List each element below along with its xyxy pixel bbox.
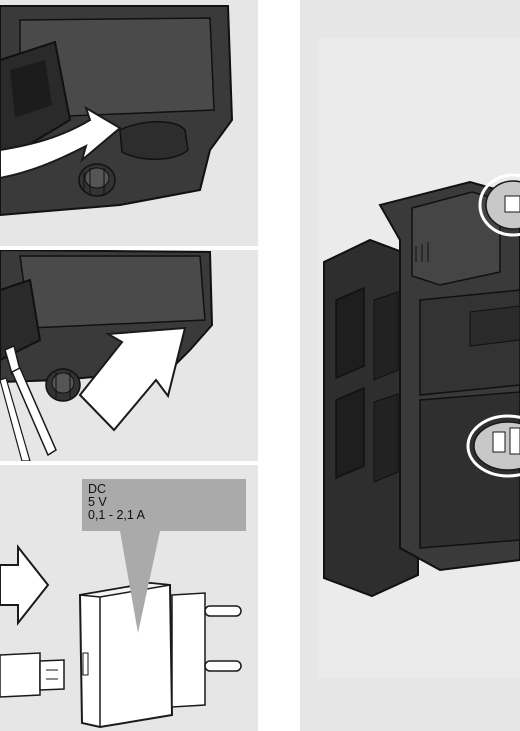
bracket-slot — [373, 393, 399, 483]
arrow-up-right-icon — [78, 326, 187, 432]
usb-plug-icon — [0, 652, 65, 698]
step-open-cover-panel — [0, 0, 258, 246]
spec-voltage: 5 V — [88, 495, 107, 509]
port-opening — [10, 60, 52, 118]
insert-cable-illustration — [0, 250, 258, 461]
circle-highlight-icon — [466, 414, 520, 478]
bracket-slot — [335, 386, 365, 480]
arrow-right-icon — [0, 544, 50, 626]
device-overview-illustration — [300, 0, 520, 731]
step-connect-charger-panel: DC 5 V 0,1 - 2,1 A — [0, 465, 258, 731]
callout-pointer — [120, 531, 160, 633]
adjustment-knob — [45, 368, 81, 402]
curved-arrow-icon — [0, 105, 122, 180]
front-window — [469, 305, 520, 347]
device-face — [19, 255, 206, 329]
usb-cable — [0, 344, 57, 461]
adjustment-knob — [78, 163, 116, 197]
port-area — [0, 278, 42, 362]
bracket-slot — [373, 291, 399, 381]
open-cover-illustration — [0, 0, 258, 246]
adapter-spec-callout: DC 5 V 0,1 - 2,1 A — [82, 479, 246, 531]
step-insert-cable-panel — [0, 250, 258, 461]
device-base — [119, 121, 189, 160]
device-overview-panel — [300, 0, 520, 731]
bracket-slot — [335, 286, 365, 380]
circle-highlight-icon — [478, 173, 520, 237]
spec-current-range: 0,1 - 2,1 A — [88, 508, 145, 522]
device-top-head — [411, 191, 501, 286]
spec-current-type: DC — [88, 482, 107, 496]
